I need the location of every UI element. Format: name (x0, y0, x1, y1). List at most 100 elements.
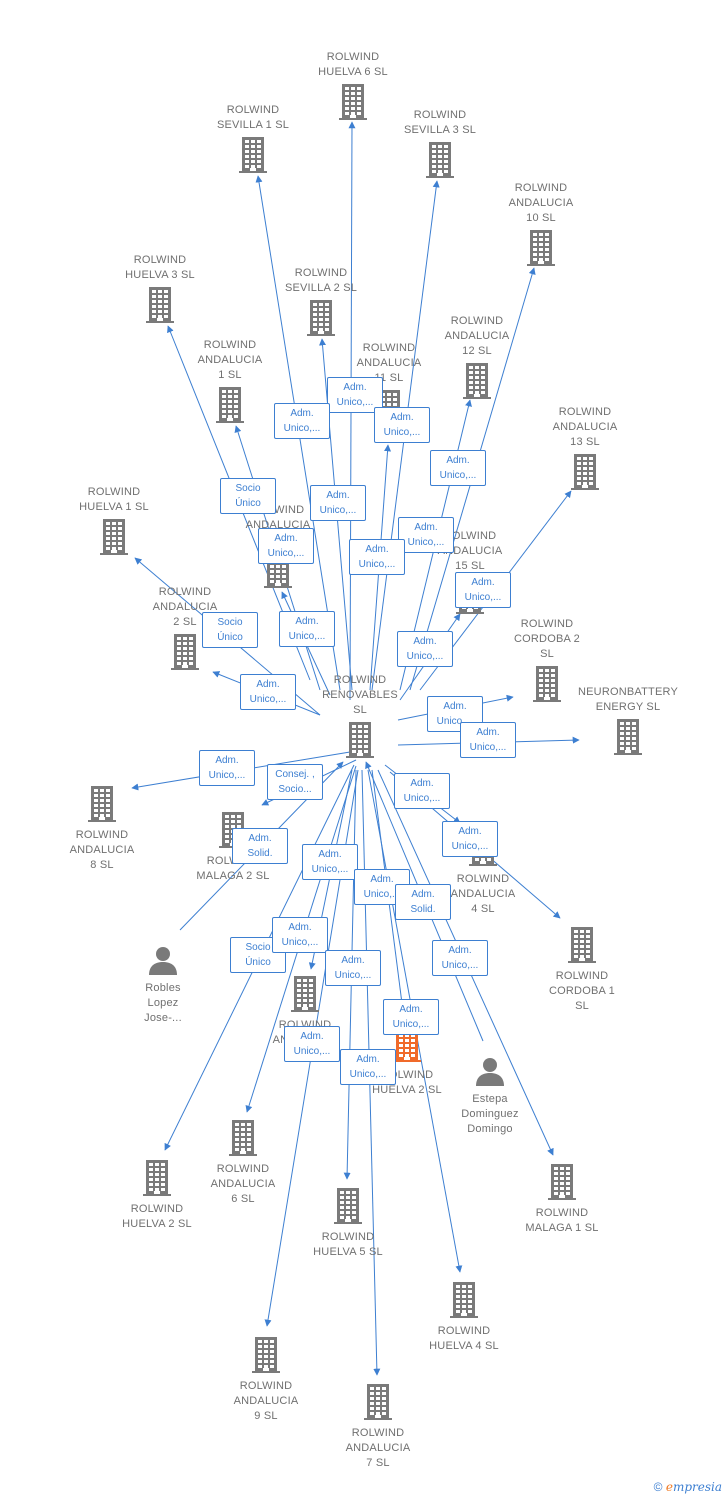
node-label-line: HUELVA 1 SL (79, 501, 149, 513)
node-label-line: HUELVA 4 SL (429, 1340, 499, 1352)
role-text: Adm. (356, 1054, 380, 1065)
node-label-line: ANDALUCIA (450, 888, 516, 900)
role-badge-h4[interactable]: Adm.Unico,... (383, 999, 439, 1035)
building-icon (143, 1160, 171, 1196)
node-label-line: 9 SL (254, 1410, 278, 1422)
brand-rest: mpresia (672, 1480, 722, 1494)
role-text: Unico,... (439, 470, 477, 481)
role-text: Unico,... (283, 423, 321, 434)
building-icon (334, 1188, 362, 1224)
node-label-line: ROLWIND (413, 109, 467, 121)
building-icon (527, 230, 555, 266)
node-label-line: ROLWIND (555, 970, 609, 982)
node-label-line: Jose-... (144, 1012, 182, 1024)
node-label-line: ANDALUCIA (552, 421, 618, 433)
role-badge-m1[interactable]: Adm. Unico,... (432, 940, 488, 976)
building-icon (450, 1282, 478, 1318)
building-icon (88, 786, 116, 822)
role-text: Único (245, 957, 271, 968)
building-icon (548, 1164, 576, 1200)
role-text: Unico,... (469, 742, 507, 753)
node-label-line: ROLWIND (216, 1163, 270, 1175)
node-label-line: 2 SL (173, 616, 197, 628)
role-badge-s3[interactable]: Adm.Unico,... (374, 407, 430, 443)
building-icon (364, 1384, 392, 1420)
role-badge-a15[interactable]: Adm.Unico,... (397, 631, 453, 667)
role-badge-c1[interactable]: Adm.Unico,... (442, 821, 498, 857)
role-badge-a12[interactable]: Adm.Unico,... (398, 517, 454, 553)
role-text: Adm. (290, 408, 314, 419)
role-badge-h6[interactable]: Adm. Unico,... (327, 377, 383, 413)
role-badge-a11[interactable]: Adm.Unico,... (349, 539, 405, 575)
node-label-line: ROLWIND (437, 1325, 491, 1337)
node-label-line: 12 SL (462, 345, 492, 357)
role-text: Unico,... (281, 937, 319, 948)
role-badge-a4[interactable]: Adm.Unico,... (394, 773, 450, 809)
role-text: Unico,... (441, 960, 479, 971)
role-text: Adm. (390, 412, 414, 423)
role-text: Adm. (448, 945, 472, 956)
node-label-line: ROLWIND (333, 674, 387, 686)
role-text: Unico,... (336, 397, 374, 408)
role-badge-a2[interactable]: Adm.Unico,... (240, 674, 296, 710)
role-badge-nb[interactable]: Adm.Unico,... (460, 722, 516, 758)
node-label-line: CORDOBA 2 (514, 633, 580, 645)
role-badge-a1[interactable]: Adm.Unico,... (258, 528, 314, 564)
role-badge-s1[interactable]: Adm. Unico,... (274, 403, 330, 439)
role-badge-rl[interactable]: Adm.Solid. (232, 828, 288, 864)
role-badge-a10[interactable]: Adm.Unico,... (430, 450, 486, 486)
node-label-line: ANDALUCIA (152, 601, 218, 613)
role-badge-a7[interactable]: Adm.Unico,... (340, 1049, 396, 1085)
company-node-h4[interactable]: ROLWIND HUELVA 4 SL (409, 1282, 519, 1354)
role-badge-a3[interactable]: Adm.Unico,... (279, 611, 335, 647)
role-badge-a6[interactable]: Adm.Unico,... (272, 917, 328, 953)
role-badge-a8[interactable]: Adm.Unico,... (199, 750, 255, 786)
node-label-line: ROLWIND (133, 254, 187, 266)
role-badge-s2[interactable]: Adm.Unico,... (310, 485, 366, 521)
role-badge-h5[interactable]: Adm.Unico,... (325, 950, 381, 986)
node-label-line: ANDALUCIA (444, 330, 510, 342)
node-label-line: 7 SL (366, 1457, 390, 1469)
role-text: Socio... (278, 784, 312, 795)
role-badge-a13[interactable]: Adm.Unico,... (455, 572, 511, 608)
role-badge-a5[interactable]: Adm.Unico,... (302, 844, 358, 880)
role-text: Adm. (343, 382, 367, 393)
role-badge-m2[interactable]: Consej. ,Socio... (267, 764, 323, 800)
role-badge-ed[interactable]: Adm.Solid. (395, 884, 451, 920)
role-badge-a9[interactable]: Adm.Unico,... (284, 1026, 340, 1062)
brand-logo[interactable]: empresia (666, 1480, 722, 1494)
